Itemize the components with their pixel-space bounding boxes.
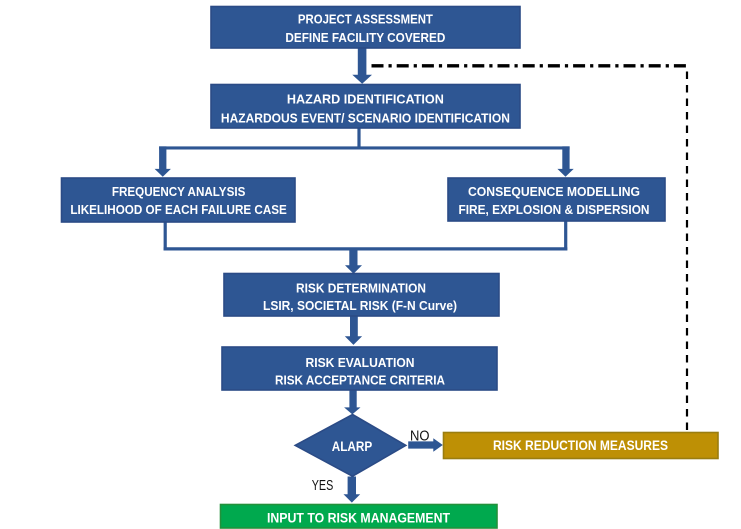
svg-text:RISK REDUCTION MEASURES: RISK REDUCTION MEASURES [493, 438, 668, 453]
svg-text:YES: YES [312, 478, 334, 494]
svg-text:DEFINE FACILITY COVERED: DEFINE FACILITY COVERED [285, 30, 445, 45]
svg-text:ALARP: ALARP [332, 439, 373, 454]
svg-text:FREQUENCY ANALYSIS: FREQUENCY ANALYSIS [112, 184, 246, 199]
svg-text:RISK ACCEPTANCE CRITERIA: RISK ACCEPTANCE CRITERIA [275, 373, 445, 388]
svg-text:PROJECT ASSESSMENT: PROJECT ASSESSMENT [298, 12, 433, 27]
svg-text:INPUT TO RISK MANAGEMENT: INPUT TO RISK MANAGEMENT [267, 510, 451, 525]
svg-text:RISK DETERMINATION: RISK DETERMINATION [296, 280, 426, 295]
svg-text:CONSEQUENCE MODELLING: CONSEQUENCE MODELLING [468, 184, 640, 199]
svg-text:NO: NO [410, 428, 430, 444]
svg-text:RISK EVALUATION: RISK EVALUATION [306, 355, 415, 370]
svg-text:LIKELIHOOD OF EACH FAILURE CAS: LIKELIHOOD OF EACH FAILURE CASE [70, 202, 287, 217]
svg-text:FIRE, EXPLOSION & DISPERSION: FIRE, EXPLOSION & DISPERSION [459, 202, 650, 217]
svg-text:HAZARDOUS EVENT/ SCENARIO IDEN: HAZARDOUS EVENT/ SCENARIO IDENTIFICATION [221, 111, 510, 126]
svg-text:LSIR, SOCIETAL RISK (F-N Curve: LSIR, SOCIETAL RISK (F-N Curve) [263, 298, 457, 313]
svg-text:HAZARD IDENTIFICATION: HAZARD IDENTIFICATION [287, 92, 444, 107]
